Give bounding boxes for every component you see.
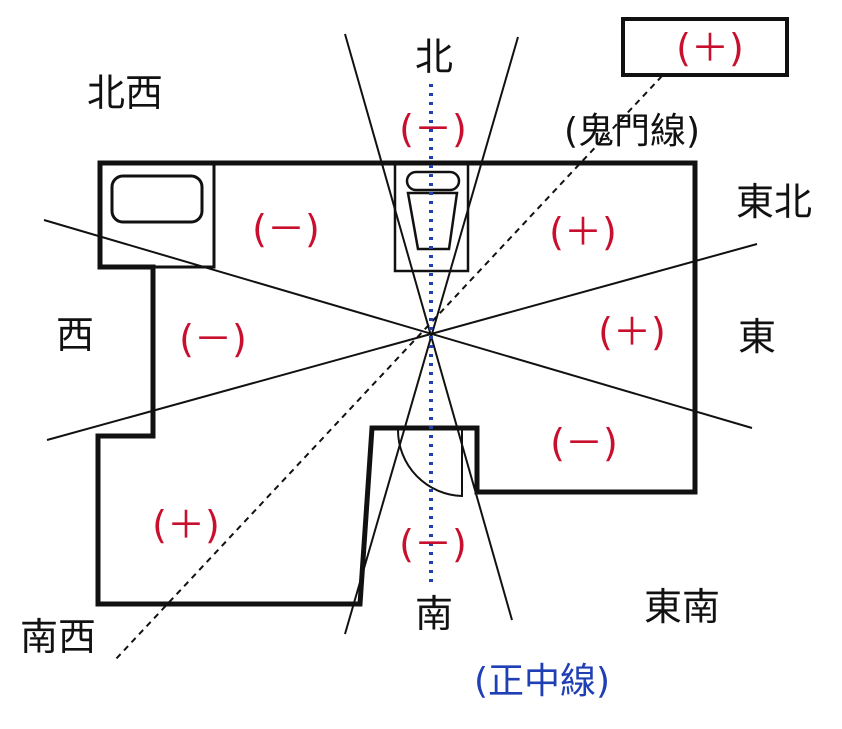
toilet-area: [393, 161, 470, 273]
bath-area: [98, 161, 216, 269]
seichu-line-label: (正中線): [474, 661, 610, 702]
sector-sign-northwest: (－): [252, 207, 320, 251]
direction-label-east: 東: [738, 315, 776, 359]
sector-sign-south: (－): [399, 522, 467, 566]
toilet-bowl-icon: [406, 191, 459, 251]
direction-label-northeast: 東北: [736, 180, 812, 224]
sector-sign-southwest: (＋): [152, 503, 220, 547]
toilet-tank-icon: [405, 170, 461, 192]
sector-sign-north: (－): [399, 107, 467, 151]
legend-box: [621, 17, 789, 77]
direction-label-southeast: 東南: [644, 585, 720, 629]
sector-sign-east: (＋): [598, 310, 666, 354]
sector-line-wnw-ese: [43, 219, 753, 429]
sector-line-nne-ssw: [344, 36, 519, 635]
direction-label-south: 南: [415, 592, 453, 636]
sector-line-nnw-ssw: [344, 33, 513, 621]
bathtub-icon: [110, 174, 204, 224]
direction-label-northwest: 北西: [87, 71, 163, 115]
direction-label-west: 西: [56, 313, 94, 357]
kimon-line: [114, 75, 663, 661]
sector-sign-west: (－): [179, 317, 247, 361]
direction-label-north: 北: [415, 35, 453, 79]
sector-sign-southeast: (－): [550, 421, 618, 465]
kimon-line-label: (鬼門線): [564, 111, 700, 152]
legend-box-label: (＋): [676, 26, 744, 70]
sector-sign-northeast: (＋): [549, 210, 617, 254]
sector-line-wsw-ene: [46, 243, 758, 441]
direction-label-southwest: 南西: [20, 615, 96, 659]
sector-lines: [43, 33, 758, 635]
